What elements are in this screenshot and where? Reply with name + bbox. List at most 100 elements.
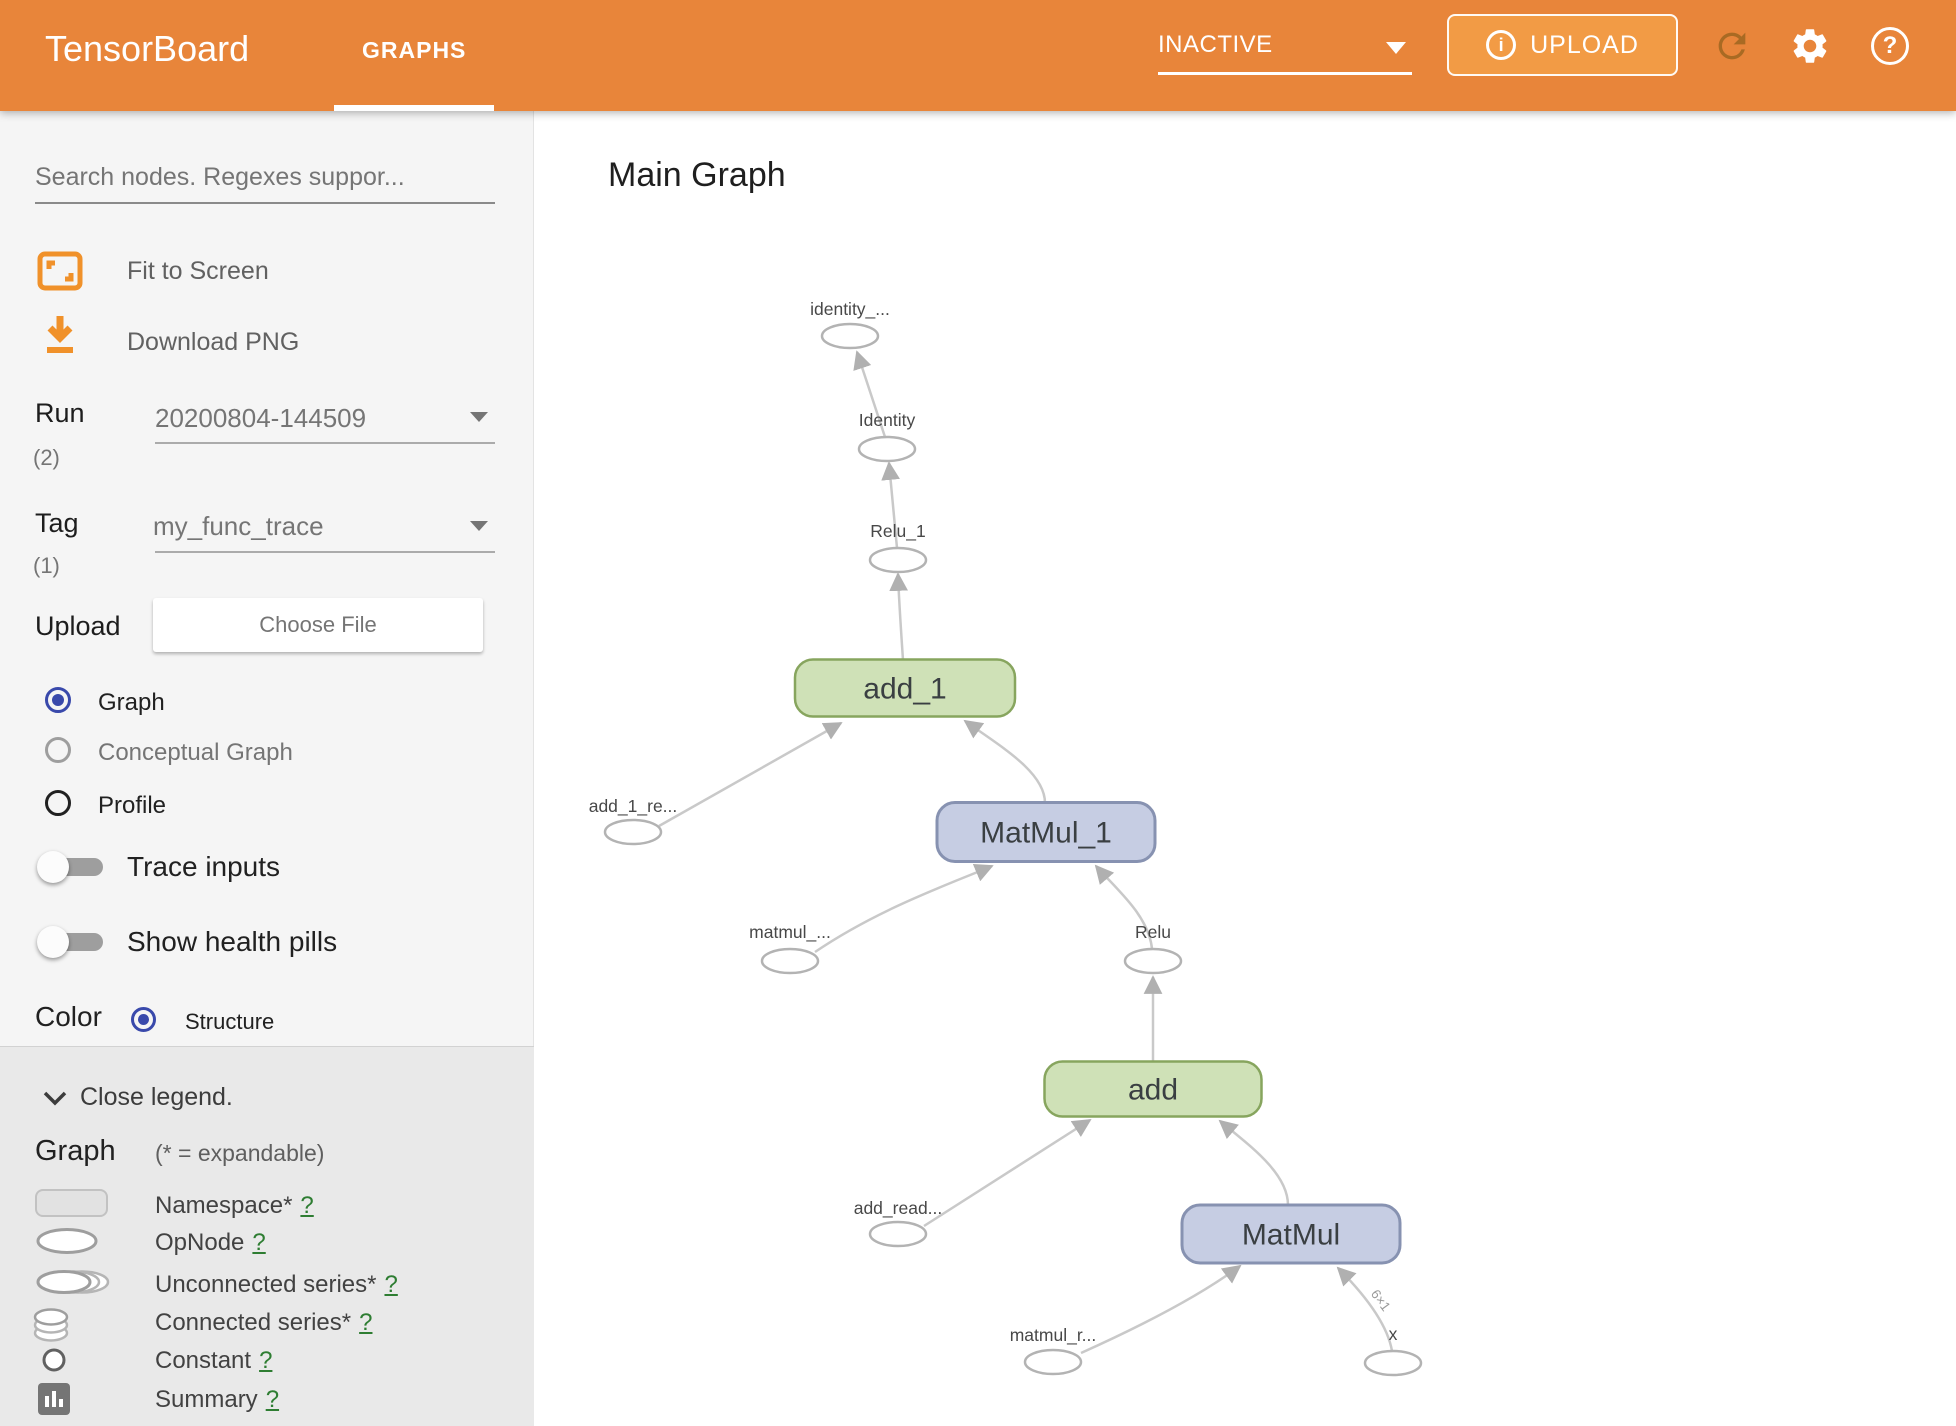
op-node-add_read[interactable] [868,1220,928,1248]
constant-glyph [42,1348,66,1372]
legend-item-constant: Constant? [155,1347,272,1375]
close-legend-button[interactable]: Close legend. [80,1083,233,1111]
download-icon[interactable] [41,314,79,361]
group-node-add[interactable] [1043,1060,1263,1118]
legend-item-connected-series: Connected series*? [155,1309,372,1337]
group-node-MatMul[interactable] [1180,1203,1402,1265]
app-header: TensorBoard GRAPHS INACTIVE i UPLOAD ? [0,0,1956,111]
graph-edge-matmul_r-to-MatMul [1080,1264,1242,1355]
tag-caret-icon [470,521,488,531]
help-link[interactable]: ? [359,1309,373,1336]
group-node-MatMul_1[interactable] [935,801,1157,863]
graph-edge-matmul_-to-MatMul_1 [814,864,994,954]
op-node-Relu_1[interactable] [868,546,928,574]
legend-item-label: Connected series* [155,1309,352,1336]
legend-item-label: Constant [155,1347,252,1374]
fit-to-screen-icon[interactable] [37,251,83,296]
upload-file-label: Upload [35,611,121,641]
radio-color-structure-label: Structure [185,1009,275,1034]
op-node-add_1_re[interactable] [603,818,663,846]
upload-button[interactable]: i UPLOAD [1447,14,1678,76]
radio-color-structure[interactable] [131,1007,156,1032]
legend-item-label: OpNode [155,1229,245,1256]
node-label-add_1_re: add_1_re... [589,796,678,817]
run-count: (2) [33,445,60,470]
refresh-icon[interactable] [1710,24,1754,68]
trace-inputs-toggle[interactable] [37,850,111,884]
help-link[interactable]: ? [300,1192,314,1219]
choose-file-button[interactable]: Choose File [153,598,483,652]
radio-graph[interactable] [45,687,71,713]
op-node-Identity[interactable] [857,435,917,463]
graph-edge-add_1_re-to-add_1 [658,721,843,828]
graph-edge-add_1-to-Relu_1 [889,572,908,661]
node-label-identity_out: identity_... [810,299,890,320]
show-health-pills-toggle[interactable] [37,925,111,959]
run-select-underline [155,442,495,444]
op-node-identity_out[interactable] [820,322,880,350]
data-mode-dropdown[interactable]: INACTIVE [1158,0,1412,111]
upload-button-label: UPLOAD [1530,30,1639,59]
search-input[interactable] [35,163,495,204]
legend-panel: Close legend. Graph (* = expandable) Nam… [0,1046,534,1426]
op-node-x[interactable] [1363,1349,1423,1377]
tab-graphs[interactable]: GRAPHS [362,37,467,63]
group-node-add_1[interactable] [793,658,1017,718]
color-label: Color [35,1001,102,1032]
app-logo: TensorBoard [45,28,250,69]
node-label-Relu_1: Relu_1 [870,521,925,542]
help-icon[interactable]: ? [1868,24,1912,68]
node-label-add: add [1128,1074,1178,1107]
node-label-x: x [1389,1324,1398,1344]
node-label-add_read: add_read... [854,1198,943,1219]
node-label-add_1: add_1 [863,673,946,706]
op-node-matmul_r[interactable] [1023,1348,1083,1376]
tag-select[interactable]: my_func_trace [153,511,324,541]
node-label-matmul_r: matmul_r... [1010,1325,1097,1346]
run-select[interactable]: 20200804-144509 [155,403,367,433]
settings-gear-icon[interactable] [1788,24,1832,68]
node-label-matmul_: matmul_... [749,922,831,943]
radio-conceptual-graph[interactable] [45,737,71,763]
graph-edge-x-to-MatMul [1336,1266,1394,1352]
legend-item-opnode: OpNode? [155,1229,266,1257]
node-label-MatMul: MatMul [1242,1219,1340,1252]
legend-item-unconnected-series: Unconnected series*? [155,1271,398,1299]
toggle-knob [37,851,69,883]
help-link[interactable]: ? [259,1347,273,1374]
help-link[interactable]: ? [252,1229,266,1256]
tag-count: (1) [33,553,60,578]
help-link[interactable]: ? [265,1386,280,1413]
legend-expandable-note: (* = expandable) [155,1140,325,1166]
show-health-pills-label: Show health pills [127,926,338,957]
node-label-MatMul_1: MatMul_1 [980,817,1112,850]
node-label-Identity: Identity [859,410,916,430]
tag-label: Tag [35,508,79,538]
trace-inputs-label: Trace inputs [127,851,281,882]
op-node-matmul_[interactable] [760,947,820,975]
legend-item-label: Unconnected series* [155,1271,377,1298]
graph-edge-Identity-to-identity_out [853,350,887,438]
help-link[interactable]: ? [384,1271,398,1298]
radio-graph-label: Graph [98,689,165,716]
legend-heading: Graph [35,1135,116,1167]
connected-series-glyph [33,1308,69,1342]
info-icon: i [1486,30,1517,60]
chevron-down-icon[interactable] [43,1091,67,1111]
data-mode-label: INACTIVE [1158,31,1273,58]
dropdown-underline [1158,72,1412,75]
radio-profile[interactable] [45,790,71,816]
op-node-Relu[interactable] [1123,947,1183,975]
toggle-knob [37,926,69,958]
legend-item-namespace: Namespace*? [155,1192,314,1220]
download-png-button[interactable]: Download PNG [127,328,300,356]
unconnected-series-glyph [36,1270,110,1294]
fit-to-screen-button[interactable]: Fit to Screen [127,257,269,285]
run-label: Run [35,398,85,428]
summary-glyph [38,1383,70,1415]
sidebar: Fit to Screen Download PNG Run (2) 20200… [0,111,534,1426]
legend-item-summary: Summary? [155,1386,279,1414]
graph-edge-add_read-to-add [923,1118,1092,1228]
